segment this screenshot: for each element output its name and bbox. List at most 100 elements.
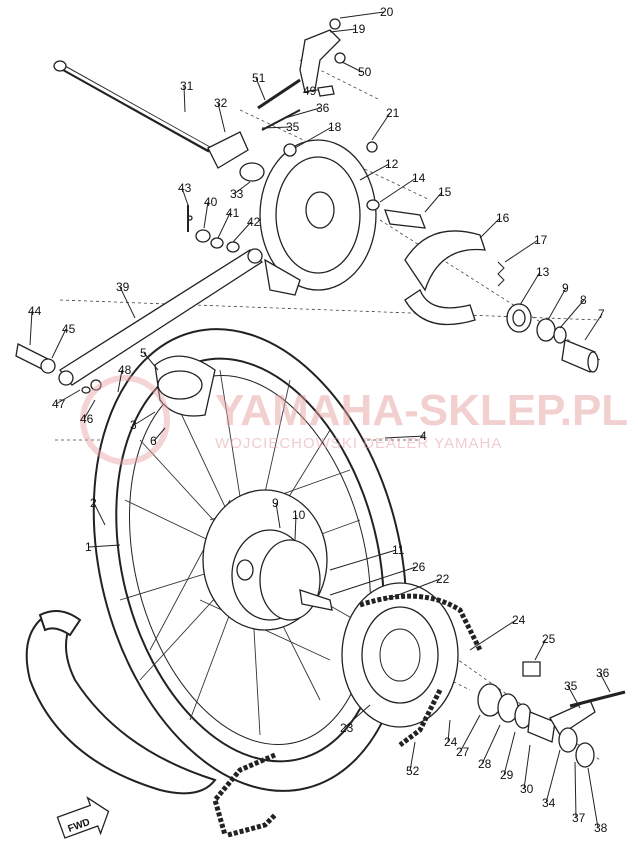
callout-1: 1 [85, 540, 121, 554]
callout-24: 24 [444, 719, 458, 749]
callout-number: 31 [180, 79, 194, 93]
callout-number: 24 [444, 735, 458, 749]
callout-number: 35 [564, 679, 578, 693]
callout-31: 31 [180, 79, 194, 113]
rear-wheel [25, 328, 408, 795]
watermark-subtitle: WOJCIECHOWSKI DEALER YAMAHA [215, 435, 502, 452]
leader-line [233, 181, 251, 195]
callout-number: 8 [580, 293, 587, 307]
callout-number: 2 [90, 496, 97, 510]
leader-line [447, 719, 451, 743]
callout-number: 5 [140, 346, 147, 360]
callout-12: 12 [359, 157, 399, 181]
leader-line [545, 749, 561, 804]
leader-line [584, 313, 603, 341]
callout-32: 32 [214, 96, 228, 133]
callout-34: 34 [542, 749, 561, 810]
leader-line [424, 191, 443, 213]
axle-adjuster-block [187, 131, 265, 253]
callout-number: 19 [352, 22, 366, 36]
callout-21: 21 [371, 106, 400, 141]
callout-38: 38 [587, 767, 608, 835]
leader-line [343, 704, 371, 729]
leader-line [547, 287, 567, 321]
callout-13: 13 [519, 265, 550, 306]
leader-line [599, 672, 611, 693]
callout-number: 14 [412, 171, 426, 185]
leader-line [294, 514, 297, 541]
callout-number: 25 [542, 632, 556, 646]
callout-17: 17 [504, 233, 548, 263]
leader-line [481, 724, 501, 765]
rear-axle [53, 60, 212, 153]
callout-number: 16 [496, 211, 510, 225]
callout-number: 6 [150, 434, 157, 448]
leader-line [119, 286, 136, 319]
callout-15: 15 [424, 185, 452, 213]
leader-line [574, 761, 577, 819]
leader-line [371, 112, 391, 141]
leader-line [503, 731, 516, 776]
leader-line [93, 502, 106, 526]
callout-23: 23 [340, 704, 371, 735]
callout-number: 9 [562, 281, 569, 295]
callout-50: 50 [341, 61, 372, 79]
callout-25: 25 [534, 632, 556, 661]
callout-44: 44 [28, 304, 42, 346]
callout-48: 48 [117, 363, 132, 393]
callout-number: 37 [572, 811, 586, 825]
callout-16: 16 [479, 211, 510, 239]
callout-number: 35 [286, 120, 300, 134]
leader-line [329, 549, 397, 571]
callout-10: 10 [292, 508, 306, 541]
leader-line [523, 744, 531, 790]
callout-7: 7 [584, 307, 605, 341]
leader-line [183, 85, 186, 113]
callout-number: 41 [226, 206, 240, 220]
callout-3: 3 [130, 411, 156, 432]
callout-9: 9 [272, 496, 281, 529]
callout-42: 42 [232, 215, 261, 243]
callout-number: 46 [80, 412, 94, 426]
callout-number: 24 [512, 613, 526, 627]
callout-52: 52 [406, 741, 420, 778]
callout-36: 36 [596, 666, 611, 693]
callout-number: 36 [316, 101, 330, 115]
callout-19: 19 [329, 22, 366, 36]
callout-number: 38 [594, 821, 608, 835]
callout-number: 30 [520, 782, 534, 796]
axle-spacers-left [477, 661, 626, 768]
leader-line [88, 544, 121, 548]
leader-line [329, 566, 417, 596]
callout-49: 49 [303, 84, 319, 98]
callout-number: 29 [500, 768, 514, 782]
callout-number: 27 [456, 745, 470, 759]
callout-number: 12 [385, 157, 399, 171]
callout-number: 42 [247, 215, 261, 229]
leader-line [559, 299, 585, 329]
callout-14: 14 [379, 171, 426, 203]
drive-chain [212, 593, 483, 838]
callout-number: 28 [478, 757, 492, 771]
leader-line [306, 89, 319, 92]
leader-line [519, 271, 541, 306]
callout-47: 47 [52, 389, 81, 411]
callout-43: 43 [178, 181, 192, 206]
callout-46: 46 [80, 399, 96, 426]
leader-line [329, 28, 357, 33]
callout-27: 27 [456, 714, 481, 759]
leader-line [339, 11, 385, 19]
leader-line [504, 239, 539, 263]
callout-36: 36 [284, 101, 330, 119]
callout-51: 51 [252, 71, 266, 101]
callout-8: 8 [559, 293, 587, 329]
callout-6: 6 [150, 427, 166, 448]
callout-number: 47 [52, 397, 66, 411]
callout-45: 45 [51, 322, 76, 359]
brake-shoe-plate [259, 139, 426, 296]
callout-number: 20 [380, 5, 394, 19]
callout-number: 33 [230, 187, 244, 201]
callout-37: 37 [572, 761, 586, 825]
callout-number: 39 [116, 280, 130, 294]
